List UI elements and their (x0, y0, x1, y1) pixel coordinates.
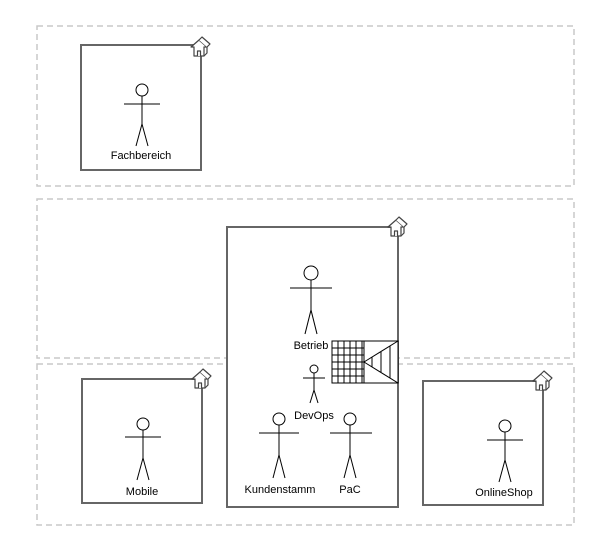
actor-onlineshop (487, 419, 523, 483)
label-betrieb: Betrieb (294, 340, 329, 352)
house-icon (191, 368, 212, 389)
house-icon (190, 36, 211, 57)
box-mobile[interactable]: Mobile (81, 368, 212, 504)
actor-mobile (125, 417, 161, 481)
label-kundenstamm: Kundenstamm (245, 484, 316, 496)
actor-kundenstamm (259, 412, 299, 479)
actor-devops (303, 364, 325, 404)
box-central[interactable]: Betrieb De (226, 216, 408, 508)
label-onlineshop: OnlineShop (475, 487, 533, 499)
label-pac: PaC (339, 484, 360, 496)
box-onlineshop[interactable]: OnlineShop (422, 370, 553, 506)
label-devops: DevOps (294, 410, 334, 422)
label-fachbereich: Fachbereich (111, 150, 172, 162)
actor-fachbereich (124, 83, 160, 147)
house-icon (387, 216, 408, 237)
lane-top (36, 25, 575, 187)
box-fachbereich[interactable]: Fachbereich (80, 36, 211, 171)
house-icon (532, 370, 553, 391)
actor-pac (330, 412, 372, 479)
actor-betrieb (290, 265, 332, 335)
lane-bottom (36, 363, 575, 526)
label-mobile: Mobile (126, 486, 158, 498)
stairs-icon (331, 340, 399, 384)
